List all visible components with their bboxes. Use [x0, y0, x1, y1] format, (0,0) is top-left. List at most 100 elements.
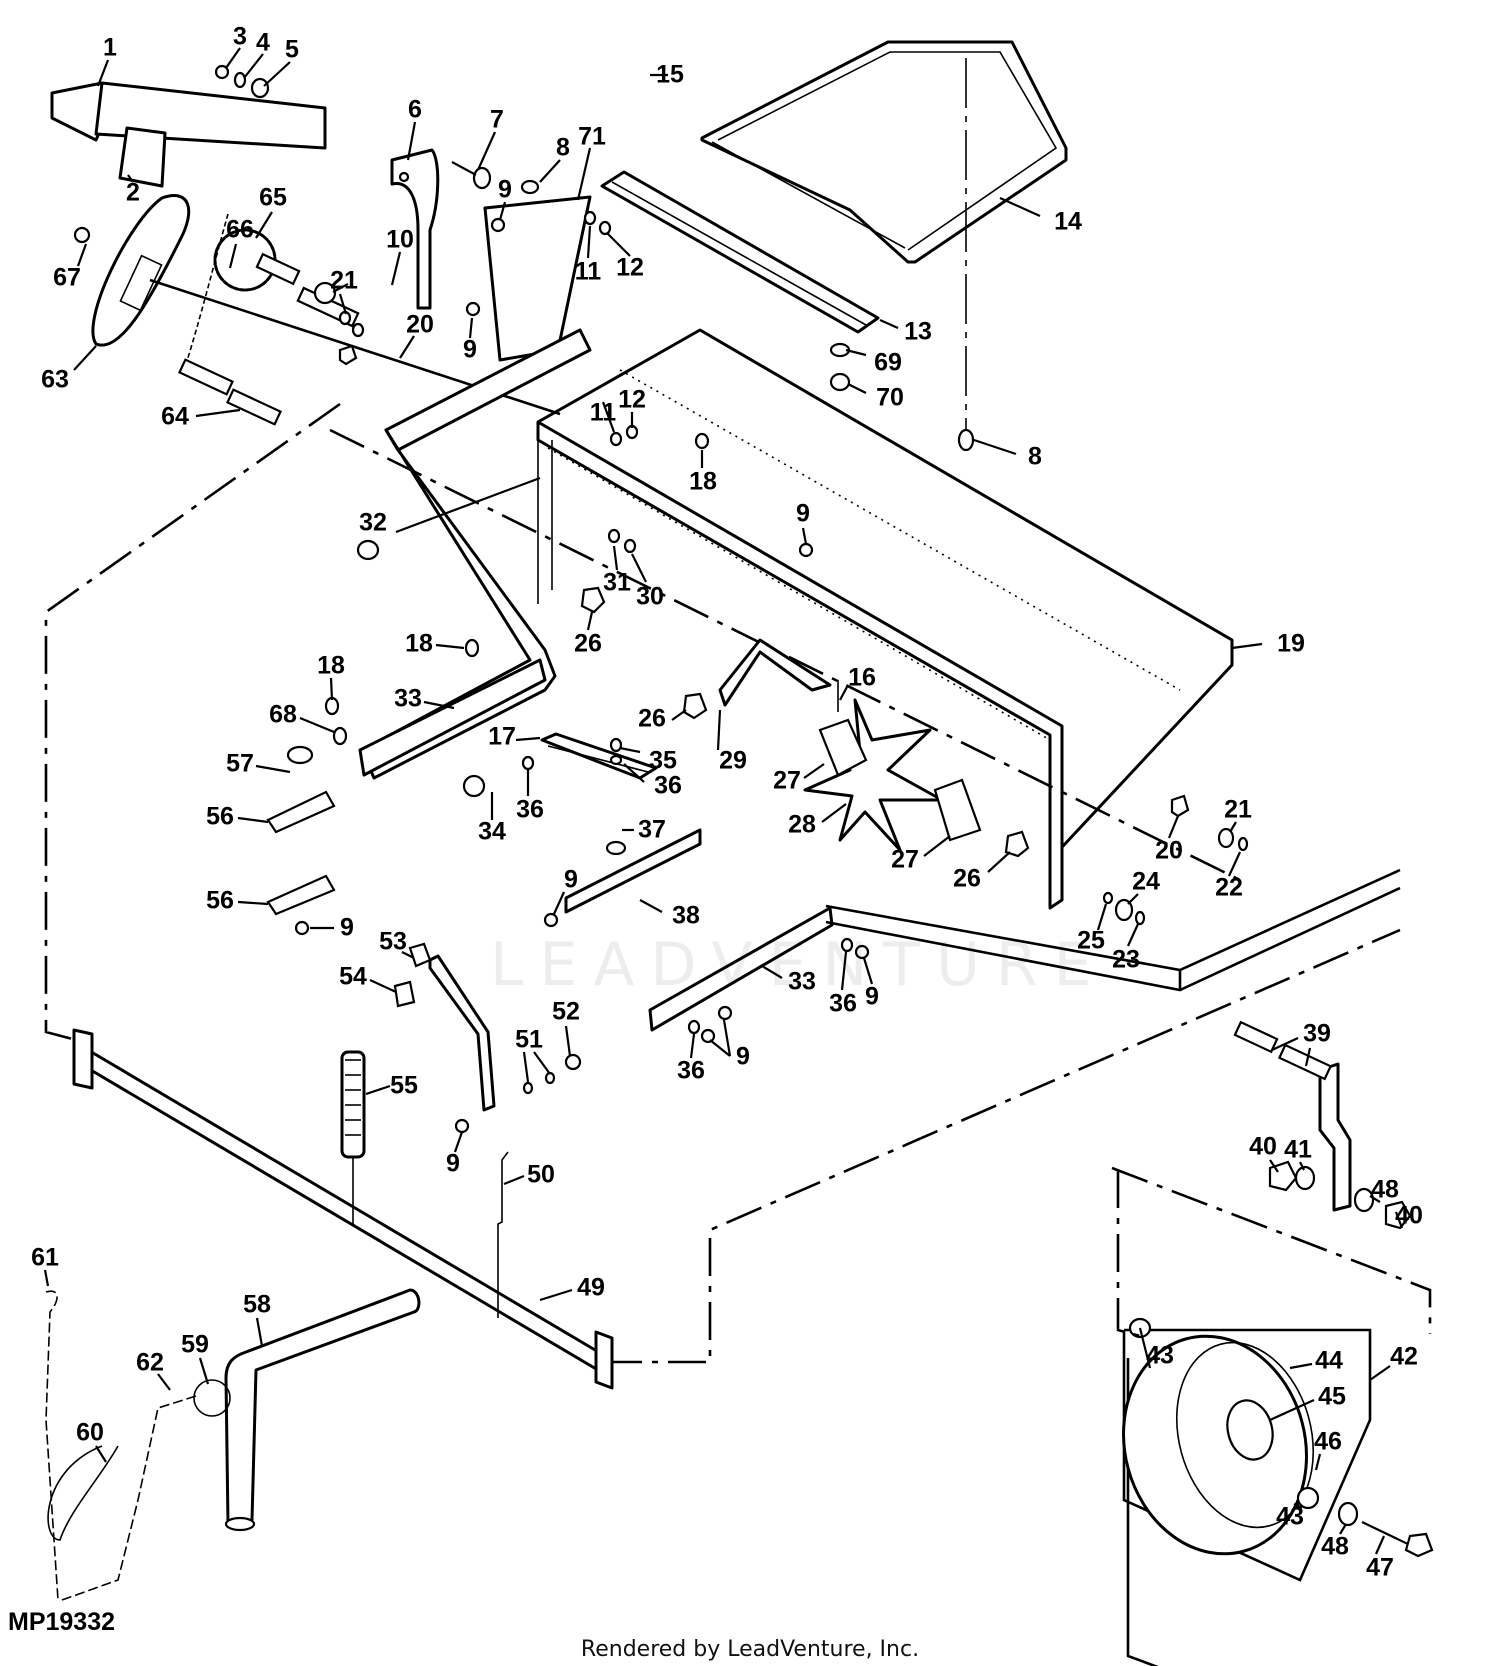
- callout-39[interactable]: 39: [1303, 1019, 1331, 1048]
- callout-33[interactable]: 33: [394, 684, 422, 713]
- flange-nut-8a[interactable]: [520, 179, 540, 195]
- shaft-pin[interactable]: [178, 358, 234, 396]
- callout-4[interactable]: 4: [256, 28, 270, 57]
- callout-12[interactable]: 12: [618, 385, 646, 414]
- callout-52[interactable]: 52: [552, 997, 580, 1026]
- callout-25[interactable]: 25: [1077, 926, 1105, 955]
- nut-9g1[interactable]: [700, 1028, 716, 1044]
- callout-64[interactable]: 64: [161, 402, 189, 431]
- spring-5[interactable]: [250, 77, 270, 99]
- carriage-bolt-57[interactable]: [286, 745, 314, 765]
- lever-bracket[interactable]: [390, 148, 440, 310]
- pin-ring[interactable]: [193, 1379, 231, 1417]
- callout-69[interactable]: 69: [874, 348, 902, 377]
- callout-58[interactable]: 58: [243, 1290, 271, 1319]
- callout-48[interactable]: 48: [1321, 1532, 1349, 1561]
- callout-33[interactable]: 33: [788, 967, 816, 996]
- washer-21c[interactable]: [1217, 827, 1235, 849]
- washer-24[interactable]: [1114, 898, 1134, 922]
- callout-30[interactable]: 30: [636, 582, 664, 611]
- callout-56[interactable]: 56: [206, 886, 234, 915]
- chain-guard[interactable]: [91, 194, 191, 347]
- drive-chain[interactable]: [185, 213, 229, 365]
- agitator-bracket[interactable]: [718, 638, 832, 707]
- washer-36c[interactable]: [840, 937, 854, 953]
- callout-43[interactable]: 43: [1276, 1502, 1304, 1531]
- callout-5[interactable]: 5: [285, 35, 299, 64]
- spring[interactable]: [340, 1050, 366, 1224]
- nut-9f[interactable]: [854, 944, 870, 960]
- nut-9h[interactable]: [454, 1118, 470, 1134]
- nut-9a[interactable]: [490, 217, 506, 233]
- nut-9e[interactable]: [294, 920, 310, 936]
- callout-31[interactable]: 31: [603, 568, 631, 597]
- callout-56[interactable]: 56: [206, 802, 234, 831]
- washer-36b[interactable]: [609, 754, 623, 766]
- washer-25[interactable]: [1102, 891, 1114, 905]
- callout-6[interactable]: 6: [408, 95, 422, 124]
- callout-9[interactable]: 9: [340, 913, 354, 942]
- callout-36[interactable]: 36: [654, 771, 682, 800]
- bearing-26c[interactable]: [1004, 830, 1030, 858]
- callout-9[interactable]: 9: [446, 1149, 460, 1178]
- callout-54[interactable]: 54: [339, 962, 367, 991]
- callout-1[interactable]: 1: [103, 33, 117, 62]
- callout-9[interactable]: 9: [736, 1042, 750, 1071]
- callout-42[interactable]: 42: [1390, 1342, 1418, 1371]
- callout-15[interactable]: 15: [656, 60, 684, 89]
- callout-35[interactable]: 35: [649, 746, 677, 775]
- callout-65[interactable]: 65: [259, 183, 287, 212]
- callout-23[interactable]: 23: [1112, 945, 1140, 974]
- callout-47[interactable]: 47: [1366, 1553, 1394, 1582]
- wheel-tire[interactable]: [1100, 1315, 1333, 1574]
- plate-56a[interactable]: [266, 790, 336, 834]
- nut-9d[interactable]: [543, 912, 559, 928]
- callout-45[interactable]: 45: [1318, 1382, 1346, 1411]
- washer-41[interactable]: [1294, 1165, 1316, 1191]
- callout-27[interactable]: 27: [773, 766, 801, 795]
- callout-18[interactable]: 18: [405, 629, 433, 658]
- nut-9b[interactable]: [465, 301, 481, 317]
- bolt-37[interactable]: [605, 840, 627, 856]
- washer-36d[interactable]: [687, 1019, 701, 1035]
- callout-34[interactable]: 34: [478, 817, 506, 846]
- callout-70[interactable]: 70: [876, 383, 904, 412]
- callout-14[interactable]: 14: [1054, 207, 1082, 236]
- callout-55[interactable]: 55: [390, 1071, 418, 1100]
- control-lever[interactable]: [393, 942, 496, 1112]
- hitch-tongue[interactable]: [50, 81, 327, 150]
- callout-36[interactable]: 36: [677, 1056, 705, 1085]
- callout-2[interactable]: 2: [126, 178, 140, 207]
- callout-40[interactable]: 40: [1395, 1201, 1423, 1230]
- hopper-cover[interactable]: [700, 40, 1068, 264]
- callout-19[interactable]: 19: [1277, 629, 1305, 658]
- shaft-pin-2[interactable]: [226, 388, 282, 426]
- nut-52[interactable]: [564, 1053, 582, 1071]
- callout-67[interactable]: 67: [53, 263, 81, 292]
- washer-11a[interactable]: [583, 210, 597, 226]
- callout-11[interactable]: 11: [589, 398, 617, 427]
- bearing-26a[interactable]: [580, 586, 606, 614]
- callout-26[interactable]: 26: [574, 629, 602, 658]
- axle-bolt-47[interactable]: [1361, 1521, 1434, 1558]
- callout-53[interactable]: 53: [379, 927, 407, 956]
- callout-17[interactable]: 17: [488, 722, 516, 751]
- callout-68[interactable]: 68: [269, 700, 297, 729]
- callout-21[interactable]: 21: [330, 266, 358, 295]
- plate-56b[interactable]: [266, 874, 336, 916]
- sprocket[interactable]: [213, 228, 301, 292]
- draw-bar[interactable]: [72, 1028, 614, 1390]
- control-rod[interactable]: [497, 1151, 509, 1318]
- bolt-18a[interactable]: [694, 432, 710, 450]
- callout-27[interactable]: 27: [891, 845, 919, 874]
- bearing-26b[interactable]: [682, 692, 708, 720]
- nut-30[interactable]: [623, 538, 637, 554]
- wheel-arm[interactable]: [1233, 1020, 1352, 1212]
- callout-60[interactable]: 60: [76, 1418, 104, 1447]
- callout-10[interactable]: 10: [386, 225, 414, 254]
- callout-16[interactable]: 16: [848, 663, 876, 692]
- hopper-body[interactable]: [536, 328, 1234, 910]
- nut-9c[interactable]: [798, 542, 814, 558]
- callout-22[interactable]: 22: [1215, 873, 1243, 902]
- callout-41[interactable]: 41: [1284, 1135, 1312, 1164]
